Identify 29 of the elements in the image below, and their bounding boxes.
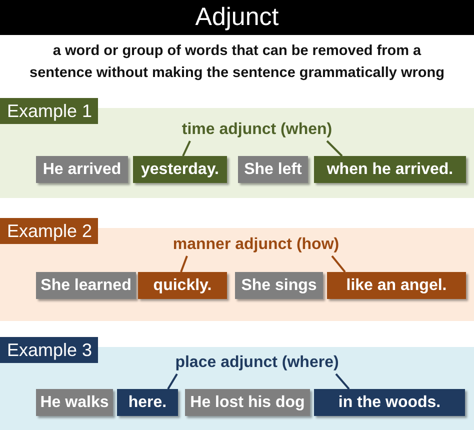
leader-line bbox=[180, 256, 188, 272]
adjunct-type-label: manner adjunct (how) bbox=[166, 234, 346, 256]
adjunct-type-label: place adjunct (where) bbox=[168, 352, 346, 374]
leader-line bbox=[167, 373, 178, 390]
example-heading: Example 1 bbox=[6, 100, 94, 123]
example-heading: Example 3 bbox=[6, 338, 94, 362]
sentence-part: He arrived bbox=[36, 156, 128, 183]
adjunct-phrase: quickly. bbox=[138, 272, 227, 299]
adjunct-phrase: like an angel. bbox=[327, 272, 466, 299]
definition-text: a word or group of words that can be removed from a sentence without making the sentence grammatically wrong bbox=[28, 42, 446, 83]
example-panel bbox=[0, 218, 474, 321]
sentence-part: She learned bbox=[36, 272, 136, 299]
leader-line bbox=[326, 140, 343, 157]
adjunct-type-label: time adjunct (when) bbox=[176, 119, 338, 141]
leader-line bbox=[331, 255, 346, 273]
leader-line bbox=[182, 140, 191, 156]
adjunct-phrase: in the woods. bbox=[314, 389, 465, 416]
sentence-part: She sings bbox=[235, 272, 323, 299]
adjunct-phrase: yesterday. bbox=[133, 156, 227, 183]
adjunct-phrase: when he arrived. bbox=[314, 156, 466, 183]
example-panel bbox=[0, 98, 474, 198]
example-panel bbox=[0, 337, 474, 430]
title-bar: Adjunct bbox=[0, 0, 474, 35]
example-heading: Example 2 bbox=[6, 220, 94, 243]
sentence-part: She left bbox=[238, 156, 308, 183]
sentence-part: He lost his dog bbox=[185, 389, 310, 416]
sentence-part: He walks bbox=[36, 389, 113, 416]
adjunct-phrase: here. bbox=[117, 389, 178, 416]
leader-line bbox=[335, 373, 350, 390]
